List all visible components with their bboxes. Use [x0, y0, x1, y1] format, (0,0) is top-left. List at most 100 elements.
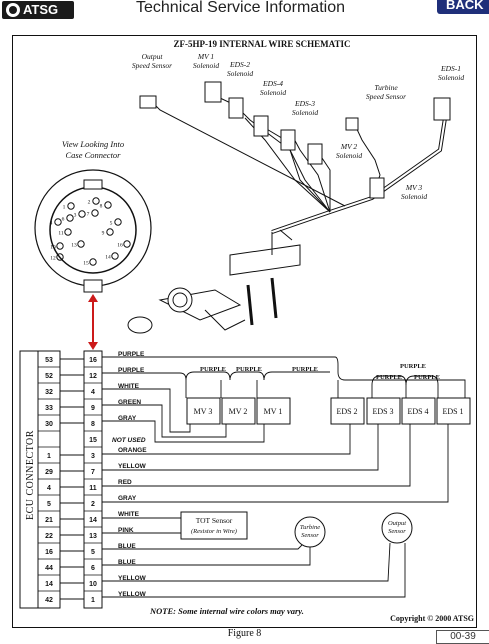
ecu-pin-number: 29 [45, 469, 53, 476]
back-button[interactable]: BACK [437, 0, 489, 14]
wire-color-label: ORANGE [118, 447, 147, 454]
figure-caption: Figure 8 [227, 628, 262, 639]
label-eds3-solenoid-2: Solenoid [292, 108, 318, 117]
eds1-label: EDS 1 [442, 407, 463, 416]
connector-pin-label: 12 [50, 256, 56, 262]
label-turbine-speed-sensor-2: Speed Sensor [366, 92, 406, 101]
label-mv3-solenoid-2: Solenoid [401, 192, 427, 201]
case-pin-number: 8 [91, 421, 95, 428]
label-eds1-solenoid-1: EDS-1 [440, 64, 461, 73]
case-pin-number: 14 [89, 517, 97, 524]
ecu-pin-number: 42 [45, 597, 53, 604]
wire-color-label: GRAY [118, 495, 137, 502]
bus-label-2: PURPLE [236, 366, 262, 373]
output-sensor-label-1: Output [388, 520, 406, 527]
connector-pin-hole [56, 242, 64, 250]
wire-color-label: NOT USED [112, 437, 146, 444]
wire-color-label: WHITE [118, 511, 140, 518]
connector-pin-hole [92, 197, 100, 205]
logo-text: ATSG [23, 2, 59, 17]
ecu-pin-number: 14 [45, 581, 53, 588]
ecu-pin-number: 32 [45, 389, 53, 396]
label-mv2-solenoid-1: MV 2 [340, 142, 358, 151]
case-pin-number: 16 [89, 357, 97, 364]
wire-color-label: RED [118, 479, 132, 486]
label-eds1-solenoid-2: Solenoid [438, 73, 464, 82]
wire-color-label: BLUE [118, 559, 136, 566]
ecu-pin-number: 52 [45, 373, 53, 380]
mv1-box [256, 397, 291, 425]
eds4-label: EDS 4 [407, 407, 428, 416]
ecu-pin-number: 44 [45, 565, 53, 572]
label-mv2-solenoid-2: Solenoid [336, 151, 362, 160]
eds3-label: EDS 3 [372, 407, 393, 416]
connector-pin-hole [78, 210, 86, 218]
turbine-sensor-label-2: Sensor [301, 532, 319, 539]
case-pin-number: 3 [91, 453, 95, 460]
bus-label-5: PURPLE [376, 374, 402, 381]
ecu-pin-number: 16 [45, 549, 53, 556]
tot-sensor-box [180, 511, 248, 540]
label-eds4-solenoid-2: Solenoid [260, 88, 286, 97]
bus-label-6: PURPLE [414, 374, 440, 381]
eds4-box [401, 397, 436, 425]
tot-sensor-sublabel: (Resistor in Wire) [191, 528, 237, 535]
connector-key [83, 179, 103, 190]
case-pin-number: 1 [91, 597, 95, 604]
wire-color-label: GRAY [118, 415, 137, 422]
bus-label-4: PURPLE [400, 363, 426, 370]
components: MV 3 MV 2 MV 1 EDS 2 EDS 3 EDS 4 EDS 1 T… [180, 397, 471, 548]
ecu-pin-number: 5 [47, 501, 51, 508]
wire-color-label: YELLOW [118, 463, 147, 470]
connector-link-arrow [88, 294, 98, 350]
label-mv1-solenoid-1: MV 1 [197, 52, 214, 61]
schematic-title: ZF-5HP-19 INTERNAL WIRE SCHEMATIC [174, 39, 351, 49]
case-pin-number: 7 [91, 469, 95, 476]
ecu-connector-block: ECU CONNECTOR [19, 350, 103, 609]
wire-color-label: PURPLE [118, 367, 145, 374]
case-pin-number: 4 [91, 389, 95, 396]
label-mv3-solenoid-1: MV 3 [405, 183, 423, 192]
eds1-box [436, 397, 471, 425]
copyright-text: Copyright © 2000 ATSG [390, 614, 474, 623]
case-pin-number: 5 [91, 549, 95, 556]
connector-pin-hole [111, 252, 119, 260]
bus-labels: PURPLE PURPLE PURPLE PURPLE PURPLE PURPL… [200, 363, 440, 381]
connector-pin-hole [104, 201, 112, 209]
wire-color-label: PINK [118, 527, 134, 534]
atsg-logo-icon [6, 3, 20, 17]
connector-pin-hole [106, 228, 114, 236]
ecu-pin-number: 1 [47, 453, 51, 460]
connector-view-label-1: View Looking Into [62, 139, 124, 149]
label-eds4-solenoid-1: EDS-4 [262, 79, 283, 88]
ecu-pin-number: 53 [45, 357, 53, 364]
ecu-pin-number: 30 [45, 421, 53, 428]
connector-pin-hole [77, 240, 85, 248]
case-pin-number: 13 [89, 533, 97, 540]
note-text: NOTE: Some internal wire colors may vary… [149, 606, 304, 616]
connector-tab [83, 279, 103, 293]
wire-color-label: YELLOW [118, 575, 147, 582]
label-turbine-speed-sensor-1: Turbine [374, 83, 398, 92]
connector-pin-label: 10 [50, 245, 56, 251]
bus-label-1: PURPLE [200, 366, 226, 373]
label-eds2-solenoid-1: EDS-2 [229, 60, 250, 69]
wire-color-label: YELLOW [118, 591, 147, 598]
mv2-label: MV 2 [229, 407, 248, 416]
case-pin-number: 11 [89, 485, 97, 492]
connector-pin-hole [56, 253, 64, 261]
label-eds3-solenoid-1: EDS-3 [294, 99, 315, 108]
case-pin-number: 9 [91, 405, 95, 412]
harness-labels: Output Speed Sensor MV 1 Solenoid EDS-2 … [132, 52, 464, 201]
ecu-pin-number: 22 [45, 533, 53, 540]
turbine-sensor-label-1: Turbine [300, 524, 320, 531]
connector-pin-label: 1 [63, 205, 66, 211]
connector-view-label-2: Case Connector [65, 150, 121, 160]
atsg-logo: ATSG [2, 1, 74, 19]
mv1-label: MV 1 [264, 407, 283, 416]
mv2-box [221, 397, 256, 425]
ecu-pin-number: 21 [45, 517, 53, 524]
wire-harness-drawing [127, 81, 451, 334]
connector-pin-label: 15 [83, 261, 89, 267]
